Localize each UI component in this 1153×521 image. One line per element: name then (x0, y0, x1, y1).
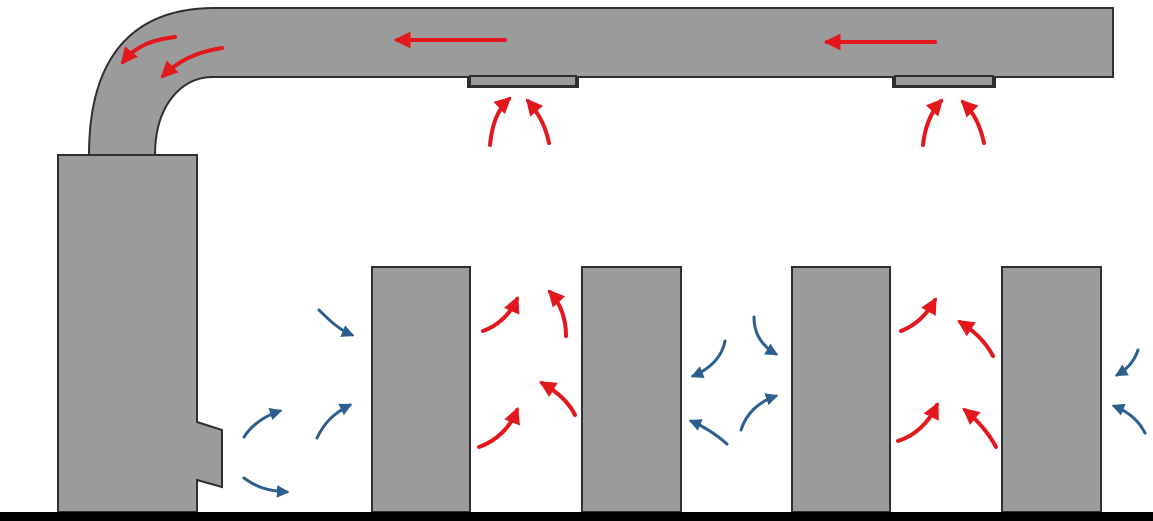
cold-air-arrow (1114, 348, 1140, 377)
hot-air-arrow (539, 381, 577, 417)
hot-air-arrow (547, 289, 568, 338)
cold-air-arrow (690, 339, 727, 378)
cold-air-arrow (752, 315, 779, 356)
cold-air-arrow (315, 403, 353, 440)
server-rack-3 (791, 266, 891, 513)
cold-air-arrow (1111, 403, 1147, 435)
hot-air-arrow (962, 407, 998, 449)
hot-air-arrow (488, 96, 512, 147)
hot-air-arrow (896, 401, 939, 443)
cold-air-arrow (739, 393, 779, 432)
air-handler-unit (57, 154, 223, 513)
cold-air-arrow (317, 308, 355, 337)
cold-air-arrow (242, 476, 290, 498)
server-rack-4 (1001, 266, 1102, 513)
hot-air-arrow (921, 98, 944, 147)
cold-air-arrow (242, 407, 283, 439)
cold-air-arrow (688, 419, 729, 446)
hot-air-arrow (525, 98, 551, 145)
return-grille-2 (894, 75, 994, 87)
hot-air-arrow (960, 99, 986, 145)
hot-air-arrow (120, 35, 177, 65)
server-rack-1 (371, 266, 471, 513)
hot-air-arrow (957, 320, 995, 358)
hot-air-arrow (899, 297, 937, 333)
return-grille-1 (469, 75, 577, 87)
hot-air-arrow (160, 46, 224, 79)
floor (0, 512, 1153, 521)
hot-air-arrow (481, 295, 520, 333)
hot-air-arrow (477, 406, 520, 449)
server-rack-2 (581, 266, 682, 513)
